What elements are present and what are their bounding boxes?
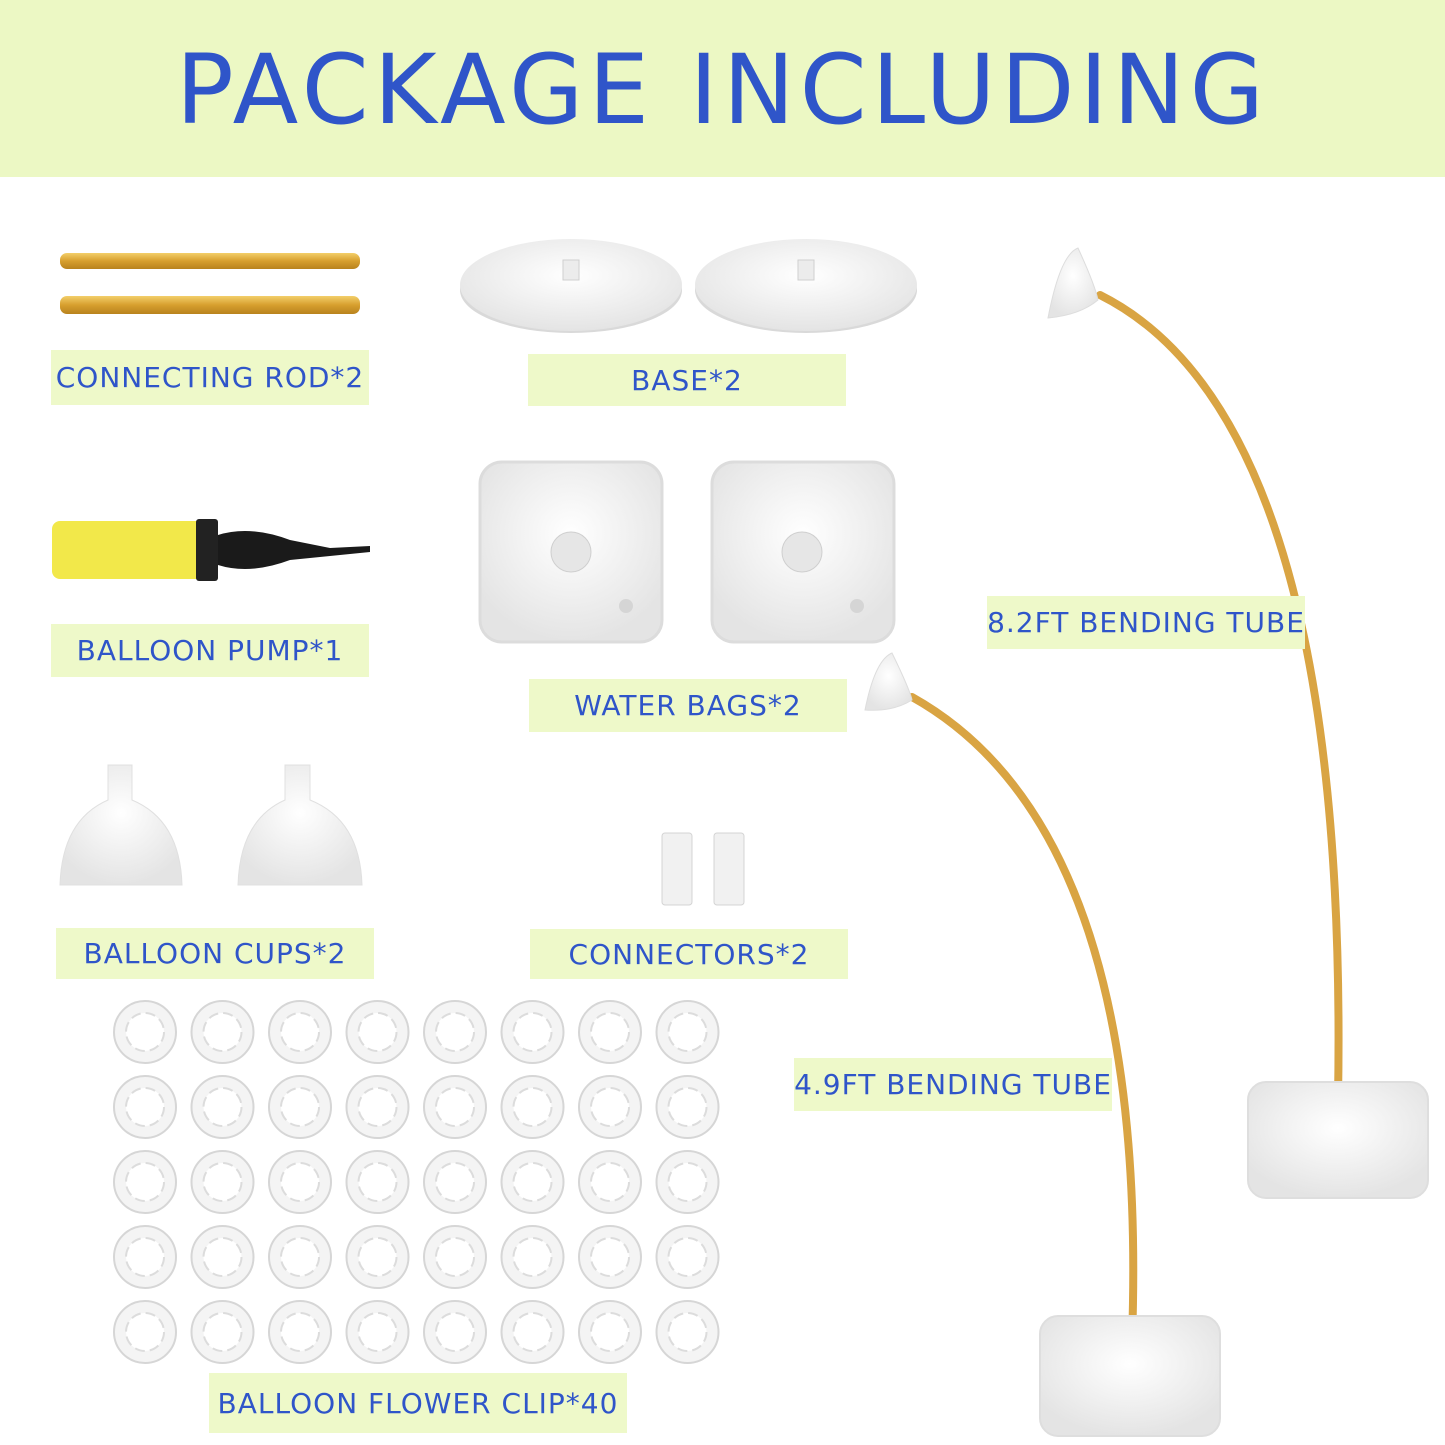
flower-clip-center (202, 1237, 243, 1277)
label-base: BASE*2 (528, 354, 846, 406)
flower-clip-center (357, 1312, 398, 1352)
flower-clip-center (125, 1087, 165, 1127)
balloon-pump-icon (52, 519, 370, 581)
label-connectors: CONNECTORS*2 (530, 929, 848, 979)
flower-clip-center (512, 1237, 553, 1277)
flower-clip-center (435, 1312, 475, 1352)
connector-icon (661, 832, 745, 906)
flower-clip-center (667, 1012, 708, 1052)
flower-clip-center (667, 1087, 708, 1127)
flower-clip-center (435, 1237, 475, 1277)
flower-clip-center (357, 1237, 398, 1277)
flower-clip-center (590, 1087, 630, 1127)
flower-clip-center (202, 1312, 243, 1352)
flower-clip-center (280, 1087, 320, 1127)
flower-clip-center (590, 1012, 630, 1052)
label-balloon-cups: BALLOON CUPS*2 (56, 928, 374, 979)
header-banner: PACKAGE INCLUDING (0, 0, 1445, 177)
flower-clip-center (512, 1087, 553, 1127)
flower-clip-center (590, 1162, 630, 1202)
flower-clip-center (512, 1162, 553, 1202)
flower-clip-center (202, 1162, 243, 1202)
flower-clip-center (125, 1312, 165, 1352)
flower-clip-center (280, 1312, 320, 1352)
flower-clip-center (202, 1012, 243, 1052)
flower-clip-center (280, 1012, 320, 1052)
flower-clip-center (357, 1012, 398, 1052)
flower-clip-center (667, 1237, 708, 1277)
flower-clip-center (202, 1087, 243, 1127)
flower-clip-center (280, 1237, 320, 1277)
flower-clip-center (357, 1162, 398, 1202)
flower-clip-center (512, 1312, 553, 1352)
connecting-rod-icon (60, 253, 360, 314)
flower-clip-center (280, 1162, 320, 1202)
label-connecting-rod: CONNECTING ROD*2 (51, 350, 369, 405)
flower-clip-center (357, 1087, 398, 1127)
label-balloon-pump: BALLOON PUMP*1 (51, 624, 369, 677)
page-title: PACKAGE INCLUDING (175, 34, 1270, 146)
flower-clip-center (512, 1012, 553, 1052)
label-short-bending-tube: 4.9FT BENDING TUBE (794, 1058, 1112, 1111)
flower-clip-center (667, 1162, 708, 1202)
flower-clip-center (590, 1312, 630, 1352)
flower-clip-center (435, 1162, 475, 1202)
water-bag-icon (478, 460, 896, 644)
flower-clip-center (435, 1087, 475, 1127)
flower-clip-center (125, 1012, 165, 1052)
base-icon (460, 239, 917, 333)
label-water-bags: WATER BAGS*2 (529, 679, 847, 732)
flower-clip-center (435, 1012, 475, 1052)
label-long-bending-tube: 8.2FT BENDING TUBE (987, 596, 1305, 649)
flower-clip-center (667, 1312, 708, 1352)
balloon-cup-icon (59, 764, 363, 886)
label-flower-clip: BALLOON FLOWER CLIP*40 (209, 1373, 627, 1433)
flower-clip-center (125, 1237, 165, 1277)
short-bending-tube-icon (864, 652, 1221, 1437)
flower-clip-center (125, 1162, 165, 1202)
long-bending-tube-icon (1047, 247, 1429, 1199)
flower-clip-center (590, 1237, 630, 1277)
flower-clip-grid (113, 1000, 720, 1364)
